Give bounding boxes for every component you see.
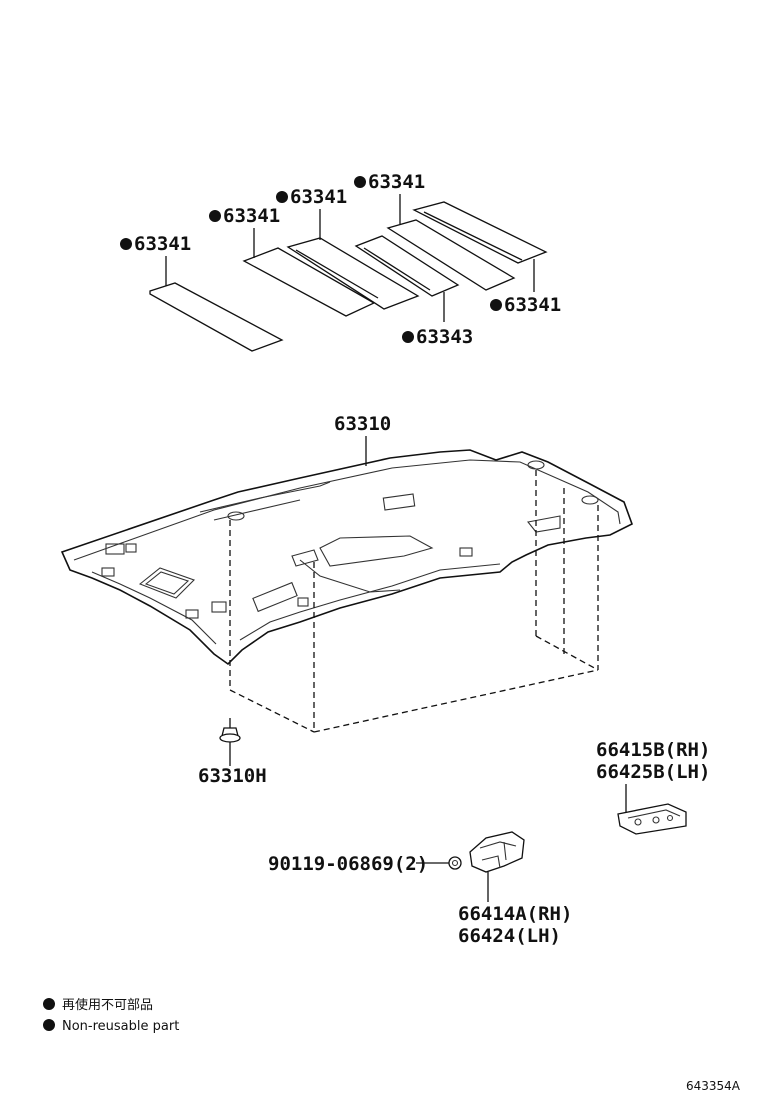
pad-shape-4	[354, 235, 460, 297]
label-63341-a: 63341	[134, 233, 191, 255]
non-reusable-dot-icon	[354, 176, 366, 188]
label-63341-b: 63341	[223, 205, 280, 227]
label-63310: 63310	[334, 413, 391, 435]
projection-lines	[229, 470, 599, 733]
legend: 再使用不可部品 Non-reusable part	[43, 997, 179, 1034]
pad-shape-5	[386, 219, 516, 291]
figure-code: 643354A	[686, 1079, 741, 1093]
pad-labels: 63341 63341 63341 63341 63341 63343	[120, 171, 561, 348]
headlining-opening	[138, 567, 196, 599]
non-reusable-dot-icon	[43, 998, 55, 1010]
label-63341-c: 63341	[290, 186, 347, 208]
label-66414a-rh: 66414A(RH)	[458, 903, 572, 925]
clip-63310h	[219, 718, 241, 766]
pad-group	[149, 201, 548, 352]
non-reusable-dot-icon	[209, 210, 221, 222]
label-63341-e: 63341	[504, 294, 561, 316]
label-66425b-lh: 66425B(LH)	[596, 761, 710, 783]
label-66424-lh: 66424(LH)	[458, 925, 561, 947]
pad-shape-1	[149, 282, 284, 352]
label-66415b-rh: 66415B(RH)	[596, 739, 710, 761]
label-90119-06869: 90119-06869(2)	[268, 853, 428, 875]
headlining	[60, 449, 633, 666]
screw	[448, 856, 462, 870]
holder-b	[617, 803, 687, 835]
legend-en: Non-reusable part	[62, 1019, 179, 1034]
holder-a	[469, 831, 525, 873]
non-reusable-dot-icon	[120, 238, 132, 250]
label-63310h: 63310H	[198, 765, 267, 787]
non-reusable-dot-icon	[43, 1019, 55, 1031]
label-63341-d: 63341	[368, 171, 425, 193]
legend-jp: 再使用不可部品	[62, 997, 153, 1013]
headlining-outline	[60, 449, 633, 666]
label-63343: 63343	[416, 326, 473, 348]
non-reusable-dot-icon	[402, 331, 414, 343]
pad-shape-3	[286, 237, 420, 310]
pad-shape-6	[412, 201, 548, 264]
non-reusable-dot-icon	[490, 299, 502, 311]
non-reusable-dot-icon	[276, 191, 288, 203]
